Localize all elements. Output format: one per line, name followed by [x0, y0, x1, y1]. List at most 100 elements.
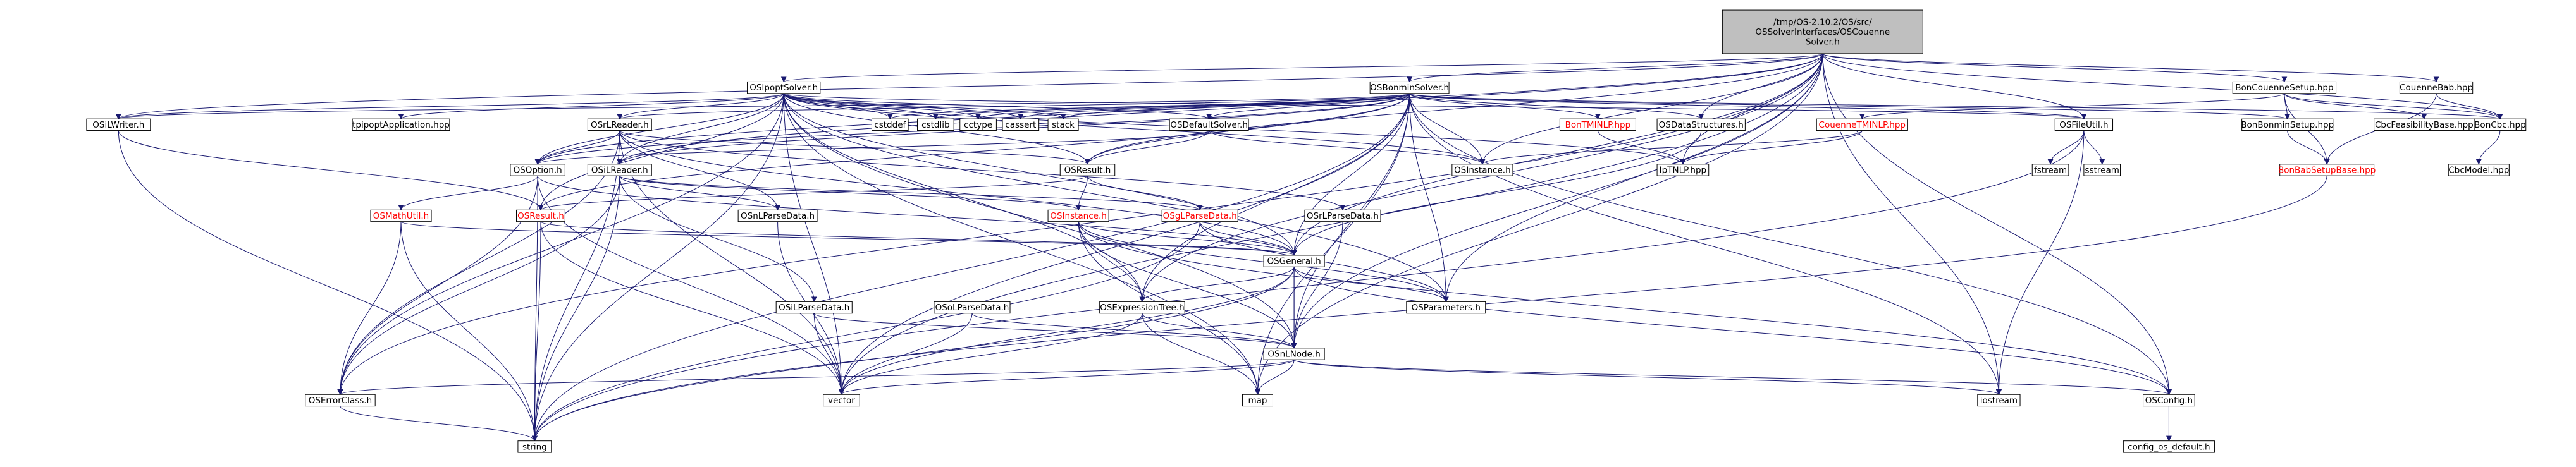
edge-osilparse-to-vector	[813, 313, 844, 396]
edge-osoption-to-osmathutil	[398, 175, 538, 211]
edge-osnlnode-to-iostream	[1293, 359, 2002, 396]
node-osrlparse[interactable]: OSrLParseData.h	[1304, 209, 1381, 222]
edge-osnlnode-to-vector	[839, 359, 1295, 396]
node-cctype[interactable]: cctype	[959, 118, 997, 131]
edge-osfileutil-to-sstream	[2083, 130, 2105, 165]
edge-root-to-osfileutil	[1822, 53, 2087, 120]
node-osinstance2[interactable]: OSInstance.h	[1047, 209, 1109, 222]
node-osnlparse[interactable]: OSnLParseData.h	[737, 209, 818, 222]
node-label-iptnlp: IpTNLP.hpp	[1660, 165, 1706, 175]
edge-osdatastruct-to-osgeneral	[1291, 130, 1702, 256]
edge-ipopt-to-osparams	[783, 93, 1449, 303]
node-label-cctype: cctype	[964, 120, 992, 130]
node-label-bonminsetup: BonBonminSetup.hpp	[2241, 120, 2334, 130]
node-oserror[interactable]: OSErrorClass.h	[305, 394, 376, 407]
node-cbcfeas[interactable]: CbcFeasibilityBase.hpp	[2374, 118, 2475, 131]
edge-root-to-oserror	[337, 53, 1823, 396]
node-ipopt[interactable]: OSIpoptSolver.h	[747, 81, 821, 94]
node-box-osdefsolver	[1169, 118, 1249, 131]
node-osnlnode[interactable]: OSnLNode.h	[1263, 348, 1325, 360]
node-cassert[interactable]: cassert	[1002, 118, 1040, 131]
node-ossgl[interactable]: OSgLParseData.h	[1161, 209, 1238, 222]
node-osmathutil[interactable]: OSMathUtil.h	[370, 209, 432, 222]
node-box-osinstance2	[1047, 209, 1109, 222]
node-boncbc[interactable]: BonCbc.hpp	[2474, 118, 2527, 131]
edge-osfileutil-to-iostream	[1995, 130, 2085, 396]
node-box-ossgl	[1161, 209, 1238, 222]
node-cstddef[interactable]: cstddef	[871, 118, 909, 131]
edge-bonmin-to-cstddef	[887, 93, 1410, 120]
node-osparams[interactable]: OSParameters.h	[1406, 301, 1486, 314]
node-osexpr[interactable]: OSExpressionTree.h	[1099, 301, 1185, 314]
node-label-boncbc: BonCbc.hpp	[2474, 120, 2525, 130]
node-iostream[interactable]: iostream	[1977, 394, 2021, 407]
node-label-bcs: BonCouenneSetup.hpp	[2235, 83, 2333, 93]
node-label-osresult: OSResult.h	[1064, 165, 1111, 175]
node-osdatastruct[interactable]: OSDataStructures.h	[1656, 118, 1746, 131]
node-box-osrlparse	[1304, 209, 1381, 222]
edge-osrlreader-to-vector	[619, 130, 844, 396]
edge-ipopt-to-osilreader	[617, 93, 784, 165]
node-stack[interactable]: stack	[1047, 118, 1079, 131]
edge-osilparse-to-osnlnode	[813, 313, 1297, 349]
node-box-sstream	[2083, 164, 2121, 176]
node-label-cbab: CouenneBab.hpp	[2400, 83, 2473, 93]
node-box-bonminsetup	[2241, 118, 2334, 131]
node-osrlreader[interactable]: OSrLReader.h	[587, 118, 652, 131]
node-label-root: OSSolverInterfaces/OSCouenne	[1755, 27, 1890, 37]
edge-osnlnode-to-map	[1254, 360, 1295, 396]
node-osrsresult[interactable]: OSResult.h	[516, 209, 565, 222]
node-osinstance[interactable]: OSInstance.h	[1451, 164, 1513, 176]
node-box-osgeneral	[1263, 255, 1325, 267]
node-box-osoption	[510, 164, 565, 176]
node-osdefsolver[interactable]: OSDefaultSolver.h	[1169, 118, 1249, 131]
node-box-osrsresult	[516, 209, 565, 222]
node-osilreader[interactable]: OSiLReader.h	[587, 164, 652, 176]
node-fstream[interactable]: fstream	[2031, 164, 2069, 176]
node-box-configdef	[2123, 440, 2215, 453]
edge-bonmin-to-string	[531, 93, 1410, 442]
node-oswriter[interactable]: OSiLWriter.h	[86, 118, 151, 131]
node-osconfig[interactable]: OSConfig.h	[2143, 394, 2195, 407]
node-couennetminlp[interactable]: CouenneTMINLP.hpp	[1816, 118, 1908, 131]
node-bonbab[interactable]: BonBabSetupBase.hpp	[2278, 164, 2376, 176]
node-string[interactable]: string	[517, 440, 552, 453]
node-label-osrlreader: OSrLReader.h	[591, 120, 649, 130]
node-bonmin[interactable]: OSBonminSolver.h	[1369, 81, 1450, 94]
node-iptnlp[interactable]: IpTNLP.hpp	[1656, 164, 1710, 176]
edge-osinstance2-to-osgeneral	[1078, 221, 1297, 256]
node-box-osnlparse	[737, 209, 818, 222]
node-bontmin[interactable]: BonTMINLP.hpp	[1559, 118, 1636, 131]
edge-oswriter-to-string	[118, 130, 538, 442]
edge-ipopt-to-cctype	[783, 93, 981, 120]
node-box-osrlreader	[587, 118, 652, 131]
node-cbab[interactable]: CouenneBab.hpp	[2399, 81, 2474, 94]
node-osgeneral[interactable]: OSGeneral.h	[1263, 255, 1325, 267]
node-oslparse[interactable]: OSoLParseData.h	[934, 301, 1011, 314]
node-osilparse[interactable]: OSiLParseData.h	[775, 301, 853, 314]
node-sstream[interactable]: sstream	[2083, 164, 2121, 176]
edge-osexpr-to-map	[1142, 313, 1260, 396]
edge-bonmin-to-boncbc	[1409, 93, 2503, 120]
node-configdef[interactable]: config_os_default.h	[2123, 440, 2215, 453]
node-map[interactable]: map	[1242, 394, 1273, 407]
node-box-tpipopt	[352, 118, 450, 131]
node-bonminsetup[interactable]: BonBonminSetup.hpp	[2241, 118, 2334, 131]
edge-oserror-to-string	[340, 406, 538, 442]
node-vector[interactable]: vector	[823, 394, 860, 407]
edge-osrlreader-to-osrlparse	[619, 130, 1346, 211]
node-box-root	[1722, 9, 1923, 54]
node-cbcmodel[interactable]: CbcModel.hpp	[2448, 164, 2510, 176]
node-osfileutil[interactable]: OSFileUtil.h	[2054, 118, 2114, 131]
node-osresult[interactable]: OSResult.h	[1059, 164, 1116, 176]
node-osoption[interactable]: OSOption.h	[510, 164, 565, 176]
edge-bonmin-to-oswriter	[116, 93, 1410, 120]
node-box-cstddef	[871, 118, 909, 131]
node-box-osinstance	[1451, 164, 1513, 176]
edge-ipopt-to-oserror	[337, 93, 784, 396]
node-tpipopt[interactable]: tpipoptApplication.hpp	[352, 118, 450, 131]
node-bcs[interactable]: BonCouenneSetup.hpp	[2232, 81, 2337, 94]
node-cstdlib[interactable]: cstdlib	[917, 118, 954, 131]
node-label-osdefsolver: OSDefaultSolver.h	[1170, 120, 1248, 130]
